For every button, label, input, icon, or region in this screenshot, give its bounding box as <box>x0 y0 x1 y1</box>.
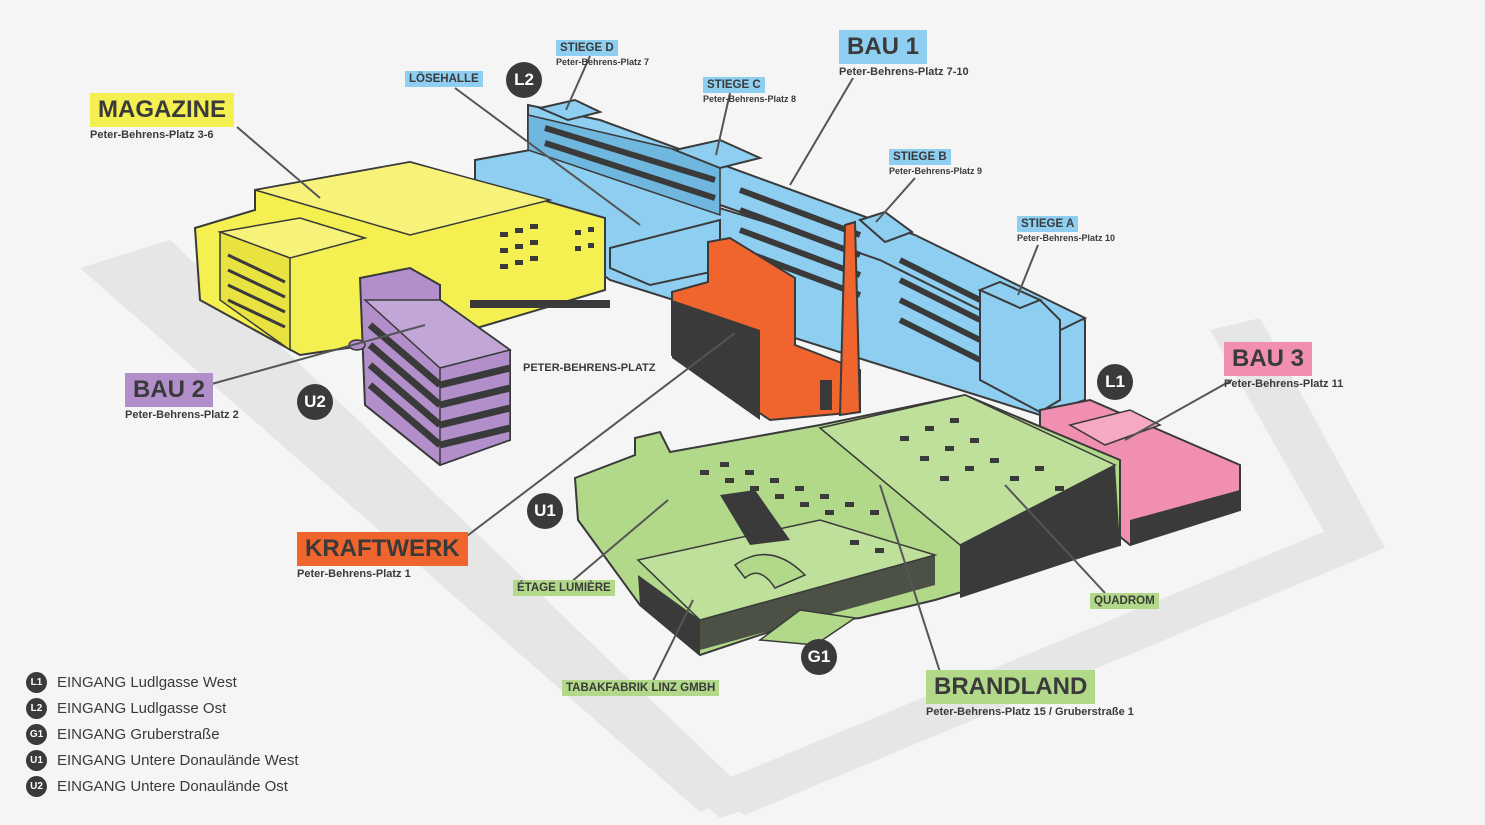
stiege-d-name: STIEGE D <box>556 40 618 57</box>
label-tabakfabrik[interactable]: TABAKFABRIK LINZ GMBH <box>562 678 720 697</box>
stiege-d-address: Peter-Behrens-Platz 7 <box>556 57 650 68</box>
building-magazine[interactable] <box>193 160 610 357</box>
leader-lines <box>207 55 1233 684</box>
entrance-u2-badge[interactable]: U2 <box>297 384 333 420</box>
stiege-a-name: STIEGE A <box>1017 216 1079 233</box>
legend-badge: U1 <box>26 749 47 771</box>
entrance-u1-badge[interactable]: U1 <box>527 493 563 529</box>
label-stiege-b[interactable]: STIEGE B Peter-Behrens-Platz 9 <box>889 147 982 176</box>
legend-text: EINGANG Untere Donaulände West <box>57 751 299 769</box>
label-stiege-c[interactable]: STIEGE C Peter-Behrens-Platz 8 <box>703 75 796 104</box>
label-quadrom[interactable]: QUADROM <box>1090 591 1159 610</box>
building-kraftwerk[interactable] <box>671 220 862 422</box>
entrance-legend: L1 EINGANG Ludlgasse West L2 EINGANG Lud… <box>26 669 299 799</box>
brandland-address: Peter-Behrens-Platz 15 / Gruberstraße 1 <box>926 706 1134 718</box>
label-brandland[interactable]: BRANDLAND Peter-Behrens-Platz 15 / Grube… <box>926 670 1134 718</box>
legend-text: EINGANG Ludlgasse West <box>57 673 237 691</box>
quadrom-name: QUADROM <box>1090 593 1159 610</box>
bau2-address: Peter-Behrens-Platz 2 <box>125 409 239 421</box>
legend-row: G1 EINGANG Gruberstraße <box>26 721 299 747</box>
legend-row: U1 EINGANG Untere Donaulände West <box>26 747 299 773</box>
stiege-a-address: Peter-Behrens-Platz 10 <box>1017 233 1116 244</box>
building-green-complex[interactable] <box>573 393 1121 657</box>
stiege-b-address: Peter-Behrens-Platz 9 <box>889 166 983 177</box>
legend-row: U2 EINGANG Untere Donaulände Ost <box>26 773 299 799</box>
label-loesehalle[interactable]: LÖSEHALLE <box>405 69 483 88</box>
legend-badge: L1 <box>26 671 47 693</box>
stiege-c-name: STIEGE C <box>703 77 765 94</box>
legend-row: L1 EINGANG Ludlgasse West <box>26 669 299 695</box>
legend-text: EINGANG Untere Donaulände Ost <box>57 777 288 795</box>
legend-text: EINGANG Gruberstraße <box>57 725 220 743</box>
label-bau3[interactable]: BAU 3 Peter-Behrens-Platz 11 <box>1224 342 1343 390</box>
bau2-name: BAU 2 <box>125 373 214 407</box>
brandland-name: BRANDLAND <box>926 670 1096 704</box>
label-bau2[interactable]: BAU 2 Peter-Behrens-Platz 2 <box>125 373 239 421</box>
loesehalle-name: LÖSEHALLE <box>405 71 483 88</box>
label-kraftwerk[interactable]: KRAFTWERK Peter-Behrens-Platz 1 <box>297 532 468 580</box>
label-magazine[interactable]: MAGAZINE Peter-Behrens-Platz 3-6 <box>90 93 234 141</box>
label-bau1[interactable]: BAU 1 Peter-Behrens-Platz 7-10 <box>839 30 969 78</box>
stiege-b-name: STIEGE B <box>889 149 951 166</box>
legend-badge: G1 <box>26 723 47 745</box>
bau1-address: Peter-Behrens-Platz 7-10 <box>839 66 969 78</box>
label-etage-lumiere[interactable]: ÉTAGE LUMIÈRE <box>513 578 615 597</box>
legend-text: EINGANG Ludlgasse Ost <box>57 699 227 717</box>
etage-lumiere-name: ÉTAGE LUMIÈRE <box>513 580 615 597</box>
tabakfabrik-name: TABAKFABRIK LINZ GMBH <box>562 680 720 697</box>
legend-row: L2 EINGANG Ludlgasse Ost <box>26 695 299 721</box>
entrance-l1-badge[interactable]: L1 <box>1097 364 1133 400</box>
bau1-name: BAU 1 <box>839 30 928 64</box>
stiege-c-address: Peter-Behrens-Platz 8 <box>703 94 797 105</box>
building-bau2[interactable] <box>348 266 512 467</box>
bau3-address: Peter-Behrens-Platz 11 <box>1224 378 1344 390</box>
kraftwerk-name: KRAFTWERK <box>297 532 468 566</box>
legend-badge: L2 <box>26 697 47 719</box>
bau3-name: BAU 3 <box>1224 342 1313 376</box>
label-stiege-d[interactable]: STIEGE D Peter-Behrens-Platz 7 <box>556 38 649 67</box>
magazine-address: Peter-Behrens-Platz 3-6 <box>90 129 214 141</box>
entrance-l2-badge[interactable]: L2 <box>506 62 542 98</box>
label-stiege-a[interactable]: STIEGE A Peter-Behrens-Platz 10 <box>1017 214 1115 243</box>
magazine-name: MAGAZINE <box>90 93 234 127</box>
kraftwerk-address: Peter-Behrens-Platz 1 <box>297 568 411 580</box>
entrance-g1-badge[interactable]: G1 <box>801 639 837 675</box>
label-peter-behrens-platz: PETER-BEHRENS-PLATZ <box>523 362 656 374</box>
legend-badge: U2 <box>26 775 47 797</box>
